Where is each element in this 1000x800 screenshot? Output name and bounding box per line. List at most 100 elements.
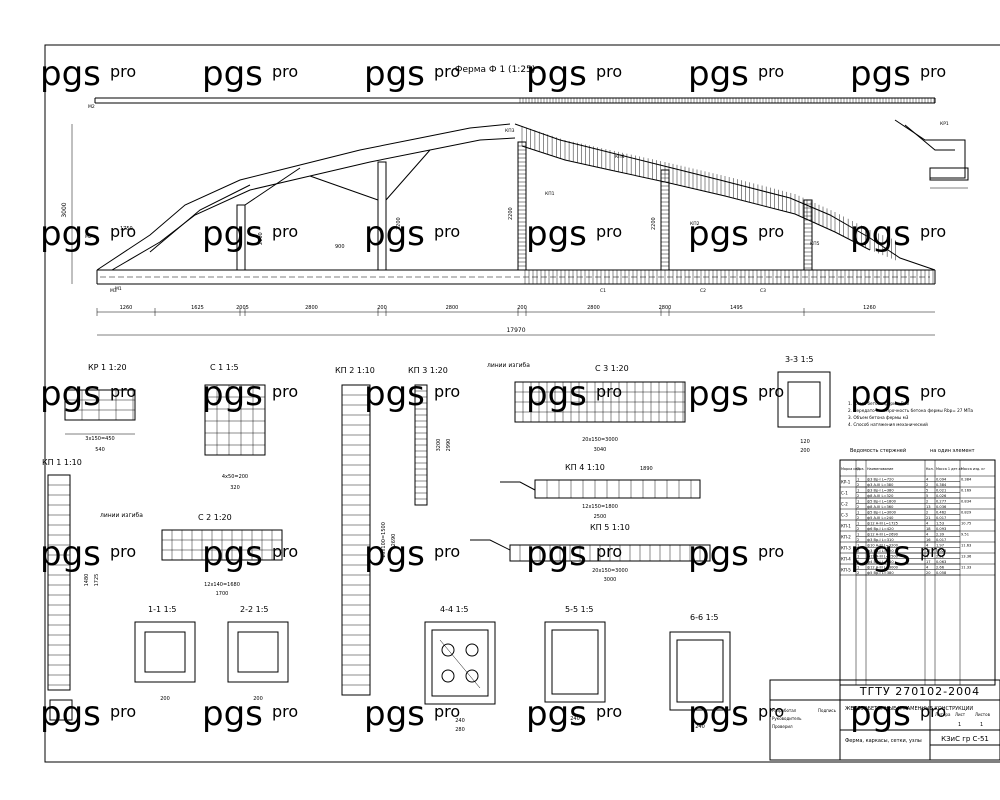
watermark-suffix: pro: [272, 62, 298, 81]
spec-qty: 4: [926, 566, 929, 570]
truss-dim-8: 2800: [659, 305, 672, 311]
spec-name: ф5 Вр-I L=1800: [867, 500, 897, 504]
watermark-suffix: pro: [920, 222, 946, 241]
watermark-brand: pgs: [202, 214, 263, 254]
spec-qty: 4: [926, 544, 929, 548]
section-1-1-title: 1-1 1:5: [148, 605, 176, 614]
spec-name: ф8 A-III L=320: [867, 494, 894, 498]
detail-kp1-dim-a: 1480: [84, 574, 90, 587]
spec-name: ф12 A-III L=2690: [867, 533, 899, 537]
spec-name: ф6 Вр-I L=420: [867, 527, 894, 531]
spec-mass: 0.094: [936, 478, 947, 482]
spec-pos: 1: [857, 555, 859, 559]
spec-qty: 2: [926, 500, 928, 504]
spec-qty: 20: [926, 571, 931, 575]
spec-mass: 2.39: [936, 533, 945, 537]
truss-h4: 2200: [508, 207, 514, 220]
spec-mass: 0.277: [936, 500, 946, 504]
stamp-col-litera: Литера: [935, 712, 951, 717]
truss-slope-label: 1750: [120, 226, 133, 232]
spec-qty: 4: [926, 533, 929, 537]
spec-pos: 2: [857, 549, 859, 553]
watermark-brand: pgs: [526, 374, 587, 414]
truss-h3: 2200: [396, 217, 402, 230]
spec-header: Масса изд. кг: [961, 467, 985, 471]
spec-qty: 2: [926, 483, 928, 487]
detail-kp1: КП 1 1:10 1480 1725: [42, 458, 100, 721]
detail-c2-dim: 12х140=1680: [204, 582, 240, 588]
watermark-brand: pgs: [850, 374, 911, 414]
truss-tag: КП1: [545, 191, 555, 197]
spec-pos: 1: [857, 544, 859, 548]
spec-mass: 0.026: [936, 494, 947, 498]
stamp-col-listov: Листов: [975, 712, 991, 717]
spec-pos: 2: [857, 516, 859, 520]
spec-qty: 16: [926, 538, 931, 542]
note-line: 1. Класс бетона фермы В40: [848, 401, 909, 406]
section-3-3-dim-b: 200: [800, 448, 810, 454]
watermark-suffix: pro: [596, 702, 622, 721]
section-2-2-title: 2-2 1:5: [240, 605, 268, 614]
spec-pos: 1: [857, 489, 859, 493]
detail-c1-title: С 1 1:5: [210, 363, 239, 372]
truss-end-node-detail: [894, 119, 969, 189]
spec-mass: 0.058: [936, 571, 947, 575]
watermark-suffix: pro: [434, 222, 460, 241]
watermark-suffix: pro: [758, 222, 784, 241]
watermark-suffix: pro: [596, 222, 622, 241]
watermark-brand: pgs: [202, 374, 263, 414]
spec-qty: 17: [926, 560, 931, 564]
watermark-suffix: pro: [434, 542, 460, 561]
watermark-brand: pgs: [526, 534, 587, 574]
spec-title2: на один элемент: [930, 448, 975, 454]
spec-pos: 2: [857, 538, 859, 542]
detail-c2-total: 1700: [216, 591, 229, 597]
watermark-suffix: pro: [110, 222, 136, 241]
spec-mass-total: 0.169: [961, 489, 972, 493]
watermark-brand: pgs: [364, 54, 425, 94]
detail-kp5-title: КП 5 1:10: [590, 523, 630, 532]
spec-name: ф10 A-III L=3200: [867, 544, 899, 548]
spec-title: Ведомость стержней: [850, 447, 906, 454]
watermark-brand: pgs: [688, 54, 749, 94]
detail-c3-dim: 20х150=3000: [582, 437, 618, 443]
stamp-role-check: Проверил: [772, 724, 793, 729]
spec-mass-total: 9.51: [961, 533, 969, 537]
spec-qty: 4: [926, 478, 929, 482]
watermark-brand: pgs: [202, 54, 263, 94]
spec-name: ф3 Вр-I L=380: [867, 489, 894, 493]
sheet-frame: [44, 44, 1000, 763]
truss-dim-9: 1495: [730, 305, 743, 311]
spec-qty: 17: [926, 549, 931, 553]
section-1-1: 1-1 1:5 200: [134, 605, 196, 702]
watermark-suffix: pro: [920, 382, 946, 401]
spec-mass: 0.017: [936, 516, 946, 520]
detail-c1: С 1 1:5 4х50=200 320: [204, 363, 266, 491]
watermark-suffix: pro: [758, 382, 784, 401]
truss-dim-2: 2005: [236, 305, 249, 311]
spec-mass: 2.66: [936, 566, 945, 570]
main-title: Ферма Ф 1 (1:25): [455, 65, 536, 75]
spec-mass: 2.22: [936, 555, 944, 559]
truss-gap-label: 900: [335, 244, 345, 250]
stamp-sheet-num: 1: [958, 722, 961, 728]
spec-mass: 0.384: [936, 483, 947, 487]
section-4-4-dim-b: 280: [455, 727, 465, 733]
spec-mass: 0.021: [936, 489, 946, 493]
spec-pos: 2: [857, 527, 859, 531]
detail-kp5: КП 5 1:10 20х150=3000 3000: [470, 523, 711, 583]
truss-tag: С3: [760, 288, 766, 294]
spec-mass: 0.036: [936, 505, 947, 509]
watermark-brand: pgs: [850, 54, 911, 94]
spec-header: Наименование: [867, 467, 893, 471]
spec-qty: 5: [926, 494, 928, 498]
rebar-spec-table: Ведомость стержней на один элемент Марка…: [839, 447, 996, 686]
title-block: ТГТУ 270102-2004 ЖЕЛЕЗОБЕТОННЫЕ И КАМЕНН…: [769, 679, 1000, 761]
detail-kp4-total: 2500: [594, 514, 607, 520]
section-5-5-title: 5-5 1:5: [565, 605, 593, 614]
watermark-suffix: pro: [434, 62, 460, 81]
spec-name: ф5 Вр-I L=3000: [867, 511, 897, 515]
spec-mass-total: 11.33: [961, 566, 971, 570]
spec-pos: 2: [857, 494, 859, 498]
